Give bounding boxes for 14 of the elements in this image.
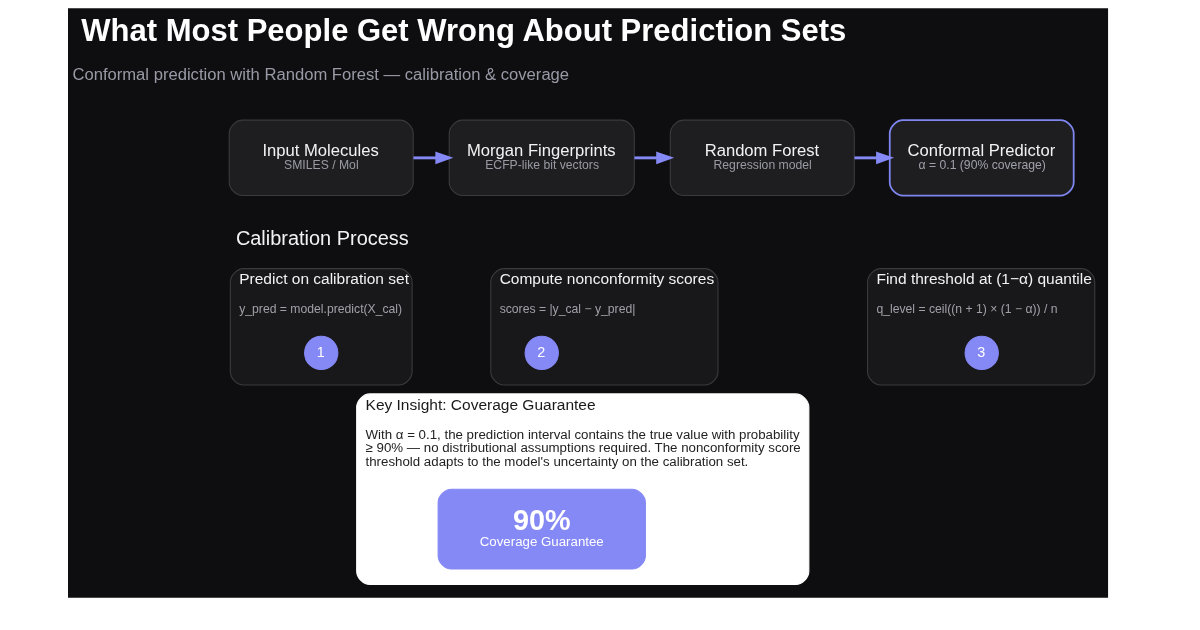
node-circle: 1 xyxy=(304,335,339,371)
arrow xyxy=(413,151,454,165)
label: Conformal prediction with Random Forest — calibration & coverage xyxy=(72,64,570,84)
label: Calibration Process xyxy=(235,226,409,249)
node-box: Morgan Fingerprints ECFP-like bit vectors xyxy=(448,119,635,197)
node-box: 90% Coverage Guarantee xyxy=(437,488,646,570)
node-box: Input Molecules SMILES / Mol xyxy=(228,119,414,197)
diagram-title: What Most People Get Wrong About Prediction Sets xyxy=(81,12,847,48)
arrow xyxy=(854,151,895,165)
arrow xyxy=(634,151,675,165)
node-box: Random Forest Regression model xyxy=(669,119,855,197)
node-circle: 3 xyxy=(964,335,999,371)
node-box: Conformal Predictor α = 0.1 (90% coverage) xyxy=(888,119,1075,197)
node-circle: 2 xyxy=(524,335,559,371)
